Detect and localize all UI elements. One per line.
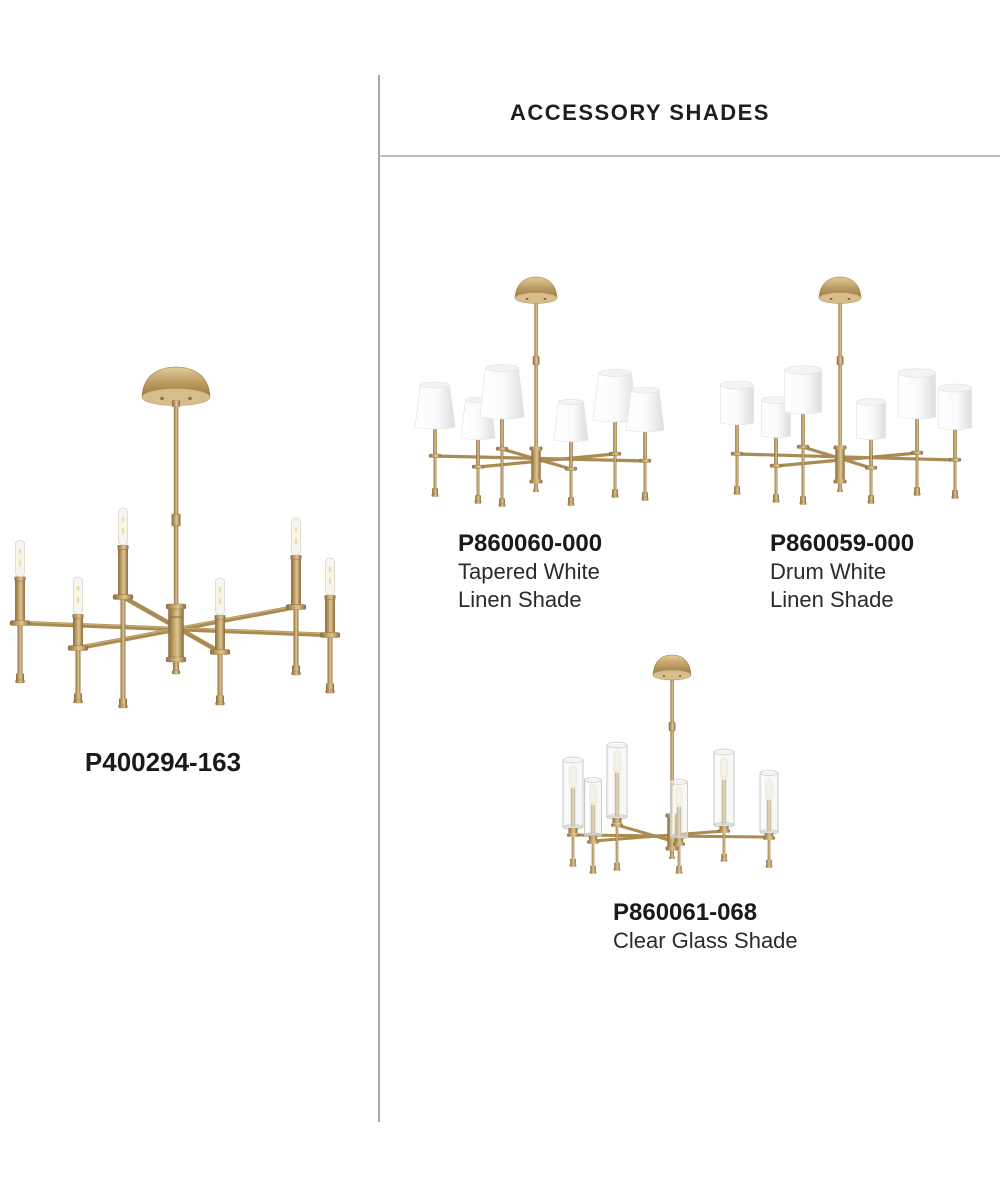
glass-shade-unit	[713, 748, 735, 862]
glass-shade-unit	[606, 741, 628, 871]
section-title: ACCESSORY SHADES	[510, 100, 770, 125]
accessory-label-drum: P860059-000 Drum White Linen Shade	[770, 529, 914, 614]
candle	[285, 517, 307, 676]
accessory-code: P860060-000	[458, 530, 603, 557]
clear-glass-shade-illustration	[562, 654, 779, 874]
accessory-desc-line1: Drum White	[770, 559, 887, 584]
vertical-divider	[378, 75, 380, 1122]
glass-shade-unit	[584, 777, 602, 874]
drum-shade-illustration	[720, 276, 972, 505]
main-product-code: P400294-163	[84, 747, 242, 777]
glass-shade-unit	[670, 779, 688, 874]
tapered-shades	[414, 364, 665, 443]
accessory-code: P860061-068	[613, 899, 758, 926]
candle	[319, 557, 341, 694]
accessory-desc-line2: Linen Shade	[770, 587, 894, 612]
section-divider	[379, 155, 1000, 157]
candle	[112, 507, 134, 709]
drum-shades	[720, 365, 972, 440]
candle	[209, 577, 231, 706]
accessory-image-tapered-shade	[400, 270, 680, 525]
accessory-desc-line1: Tapered White	[458, 559, 600, 584]
accessory-label-clear-glass: P860061-068 Clear Glass Shade	[613, 898, 798, 955]
main-product-label: P400294-163	[23, 748, 303, 777]
accessory-desc-line1: Clear Glass Shade	[613, 928, 798, 953]
candle	[9, 539, 31, 684]
accessory-label-tapered: P860060-000 Tapered White Linen Shade	[458, 529, 602, 614]
candle	[67, 576, 89, 704]
accessory-image-drum-shade	[710, 270, 990, 525]
accessory-desc-line2: Linen Shade	[458, 587, 582, 612]
main-product-image	[0, 350, 370, 730]
tapered-shade-illustration	[414, 276, 665, 507]
glass-shade-unit	[562, 756, 584, 867]
accessory-image-clear-glass-shade	[545, 650, 845, 895]
accessory-code: P860059-000	[770, 530, 915, 557]
main-chandelier-illustration	[9, 366, 341, 709]
glass-shade-unit	[759, 770, 779, 868]
